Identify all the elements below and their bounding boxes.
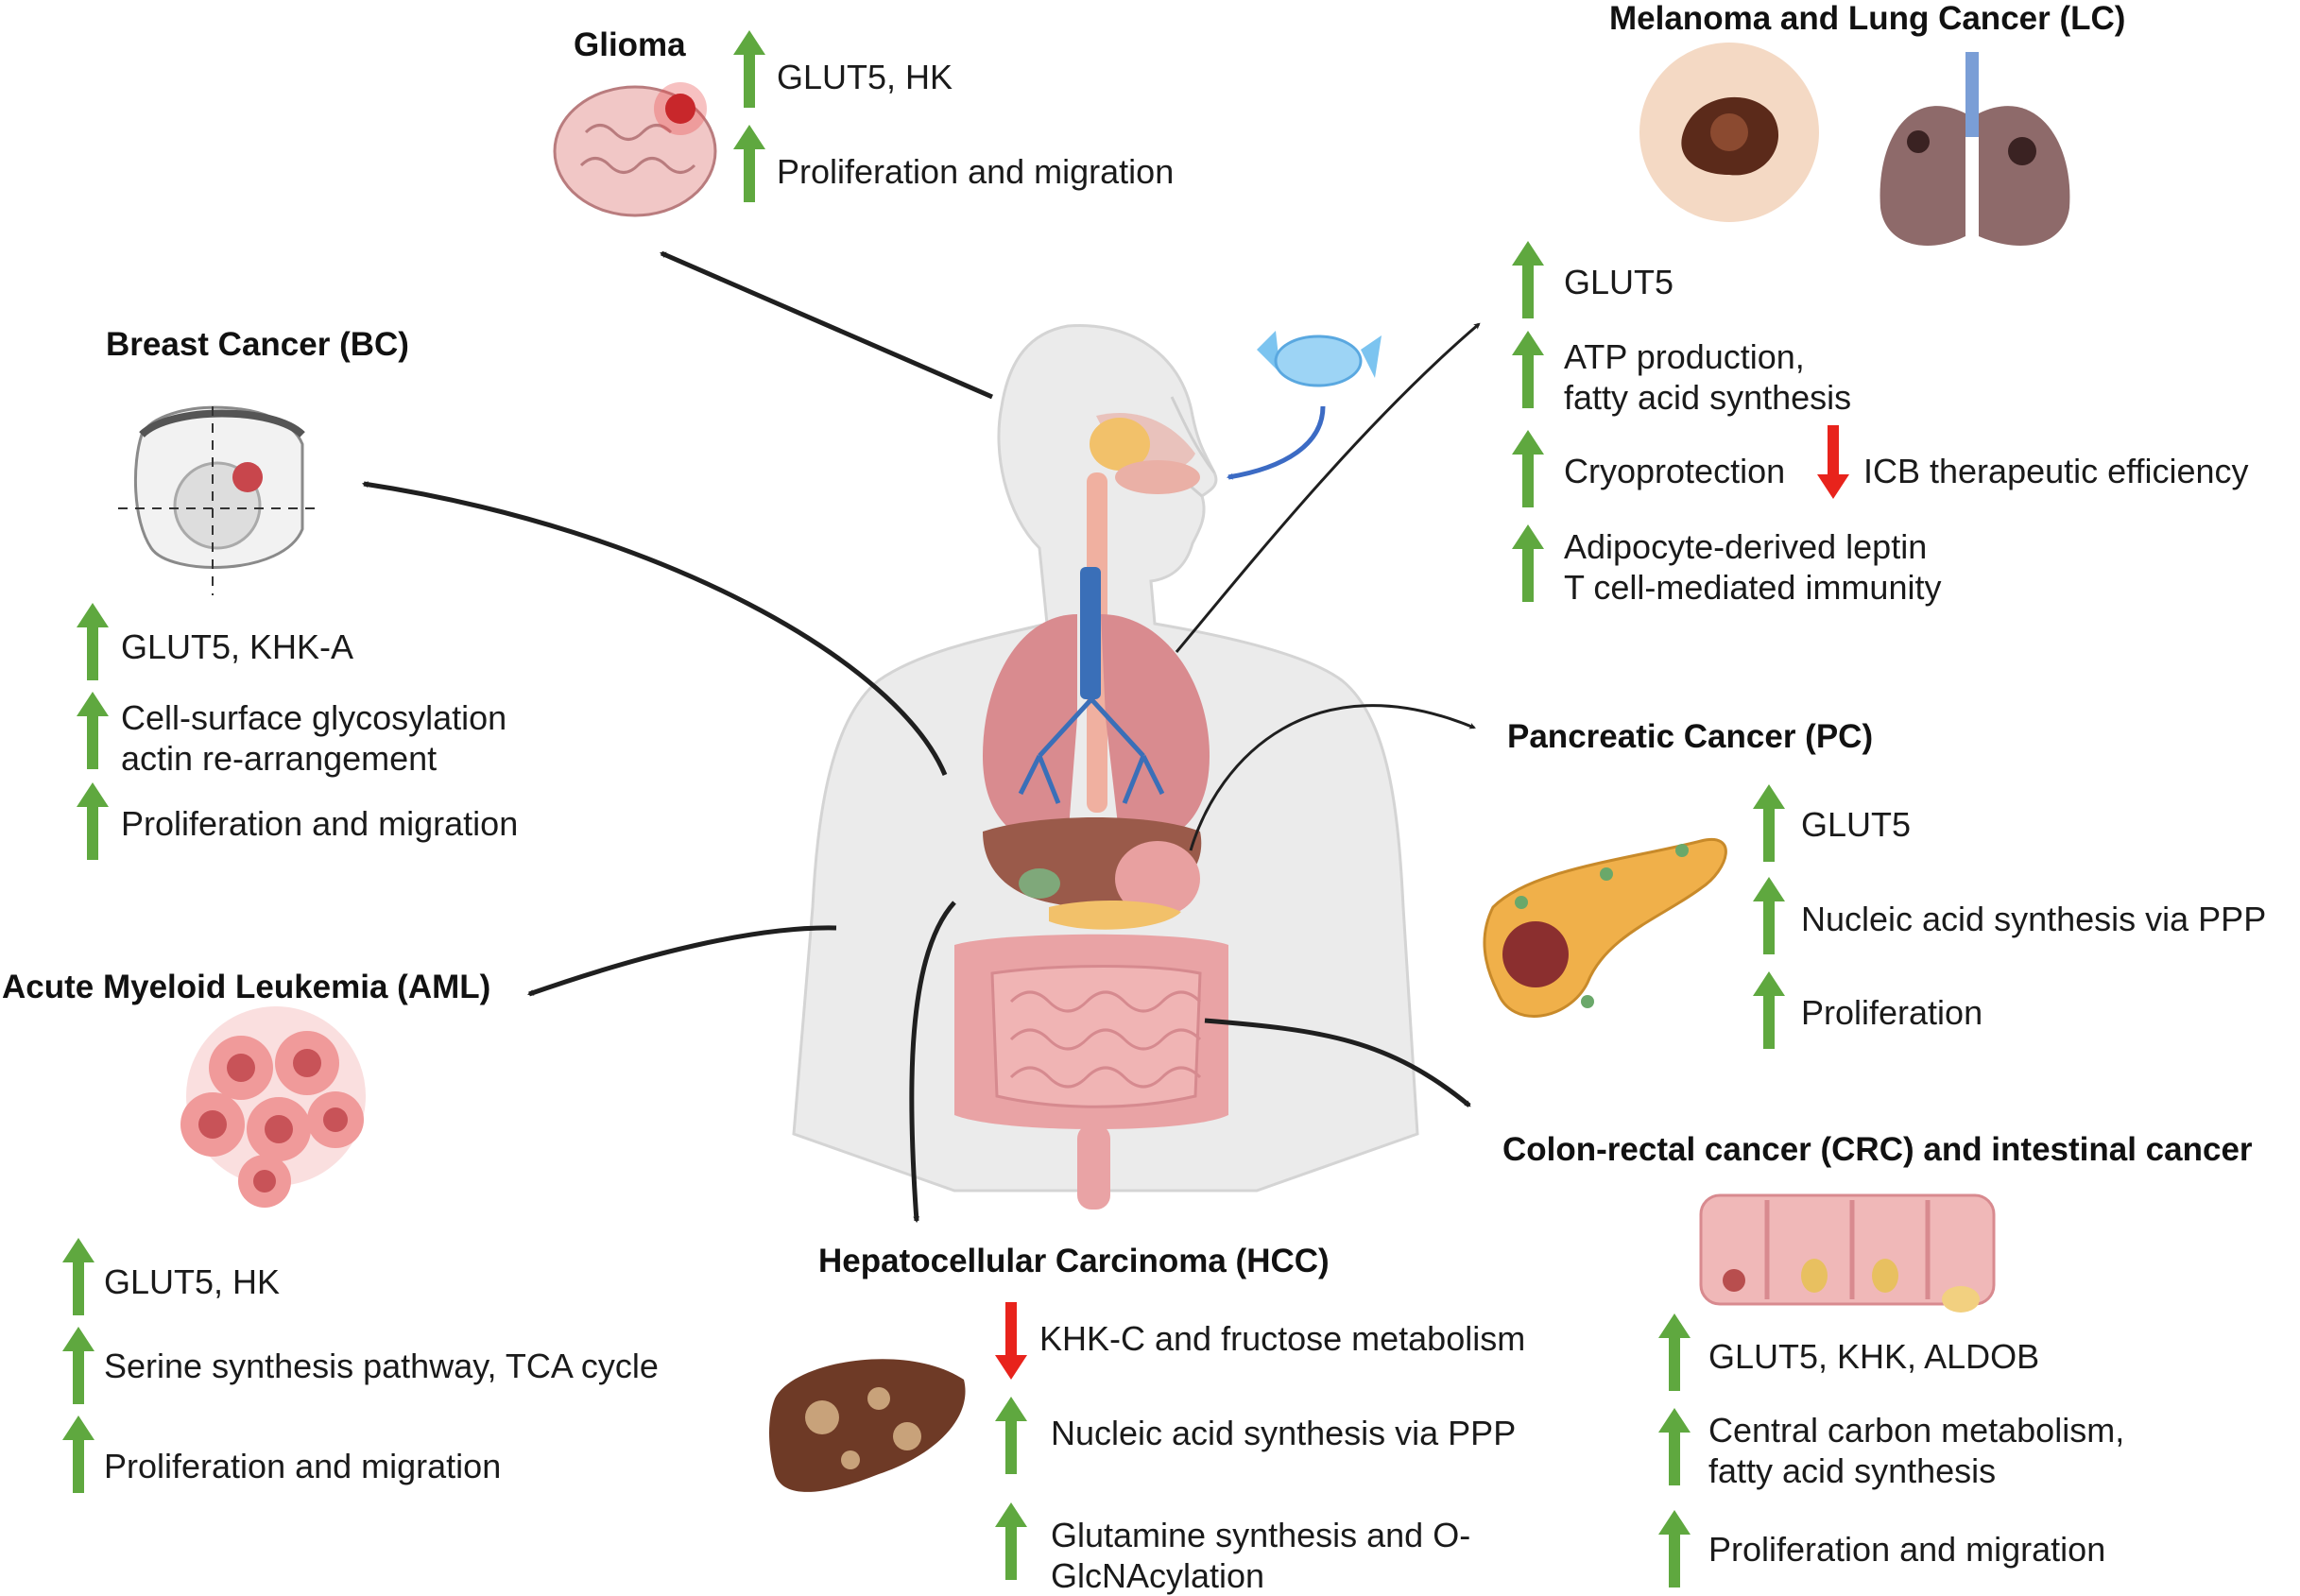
pancreas (1049, 901, 1181, 930)
arrow-to-colon (1204, 1018, 1471, 1107)
green-up-arrow-icon (995, 1502, 1027, 1580)
breast-item: Proliferation and migration (121, 804, 519, 843)
green-up-arrow-icon (1512, 331, 1544, 408)
arrow-to-aml (527, 925, 837, 997)
arrow-to-glioma (660, 250, 993, 400)
mouth (1115, 460, 1200, 494)
breast-image (118, 405, 321, 595)
green-up-arrow-icon (1512, 241, 1544, 318)
pancreatic-item: Nucleic acid synthesis via PPP (1801, 900, 2267, 938)
breast-item: GLUT5, KHK-A (121, 627, 354, 666)
crc-item: GLUT5, KHK, ALDOB (1708, 1337, 2040, 1376)
arrow-to-melanoma (1175, 322, 1481, 653)
bronchi (1018, 697, 1165, 804)
sugar-intake-arrow (1226, 405, 1326, 480)
hcc-item: Nucleic acid synthesis via PPP (1051, 1414, 1517, 1452)
green-up-arrow-icon (62, 1238, 94, 1315)
green-up-arrow-icon (1753, 971, 1785, 1049)
melanoma-lung-title: Melanoma and Lung Cancer (LC) (1609, 0, 2126, 37)
red-down-arrow-icon (995, 1302, 1027, 1380)
green-up-arrow-icon (77, 782, 109, 860)
colon-image (1699, 1193, 1996, 1313)
glioma-item: GLUT5, HK (777, 58, 953, 96)
indicator-arrows (62, 30, 1849, 1587)
green-up-arrow-icon (1658, 1313, 1691, 1391)
liver-image (769, 1359, 966, 1492)
melanoma-item: GLUT5 (1564, 263, 1674, 301)
small-intestine (990, 965, 1202, 1108)
crc-item: Central carbon metabolism,fatty acid syn… (1708, 1411, 2125, 1490)
red-down-arrow-icon (1817, 425, 1849, 499)
aml-title: Acute Myeloid Leukemia (AML) (2, 969, 491, 1005)
green-up-arrow-icon (62, 1327, 94, 1404)
aml-item: Serine synthesis pathway, TCA cycle (104, 1347, 659, 1385)
green-up-arrow-icon (995, 1397, 1027, 1474)
glioma-item: Proliferation and migration (777, 152, 1175, 191)
human-body-illustration (792, 323, 1419, 1210)
glioma-title: Glioma (574, 26, 686, 63)
right-lung (1101, 614, 1210, 843)
candy-icon (1257, 331, 1382, 387)
melanoma-image (1639, 43, 1819, 222)
green-up-arrow-icon (1658, 1408, 1691, 1485)
breast-cancer-title: Breast Cancer (BC) (106, 326, 409, 363)
aml-item: GLUT5, HK (104, 1262, 281, 1301)
arrow-to-pancreas (1189, 704, 1476, 851)
hcc-item: Glutamine synthesis and O-GlcNAcylation (1051, 1516, 1471, 1595)
melanoma-item: ICB therapeutic efficiency (1863, 452, 2249, 490)
green-up-arrow-icon (1658, 1510, 1691, 1587)
leukemia-cells-image (180, 1006, 366, 1208)
stomach (1115, 841, 1200, 917)
green-up-arrow-icon (1753, 877, 1785, 954)
green-up-arrow-icon (62, 1416, 94, 1493)
pancreatic-item: GLUT5 (1801, 805, 1912, 844)
rectum (1077, 1124, 1110, 1210)
green-up-arrow-icon (77, 603, 109, 680)
aml-item: Proliferation and migration (104, 1447, 502, 1485)
connector-arrows (361, 250, 1481, 1224)
green-up-arrow-icon (1512, 524, 1544, 602)
intestine-coils (1009, 990, 1202, 1089)
arrow-to-breast (361, 481, 948, 776)
green-up-arrow-icon (1753, 784, 1785, 862)
crc-title: Colon-rectal cancer (CRC) and intestinal… (1502, 1131, 2253, 1168)
gallbladder (1019, 868, 1060, 899)
green-up-arrow-icon (77, 692, 109, 769)
pancreatic-title: Pancreatic Cancer (PC) (1507, 718, 1874, 755)
brain-image (553, 82, 717, 217)
pancreas-image (1483, 837, 1727, 1018)
hcc-item: KHK-C and fructose metabolism (1039, 1319, 1526, 1358)
lungs-image (1879, 52, 2070, 246)
green-up-arrow-icon (1512, 430, 1544, 507)
pancreatic-item: Proliferation (1801, 993, 1983, 1032)
crc-item: Proliferation and migration (1708, 1530, 2106, 1569)
trachea (1080, 567, 1101, 699)
hcc-title: Hepatocellular Carcinoma (HCC) (818, 1243, 1330, 1279)
green-up-arrow-icon (733, 125, 765, 202)
melanoma-item: Cryoprotection (1564, 452, 1786, 490)
salivary-gland (1090, 418, 1150, 471)
melanoma-item: ATP production,fatty acid synthesis (1564, 337, 1852, 417)
arrow-to-hcc (909, 901, 956, 1224)
green-up-arrow-icon (733, 30, 765, 108)
